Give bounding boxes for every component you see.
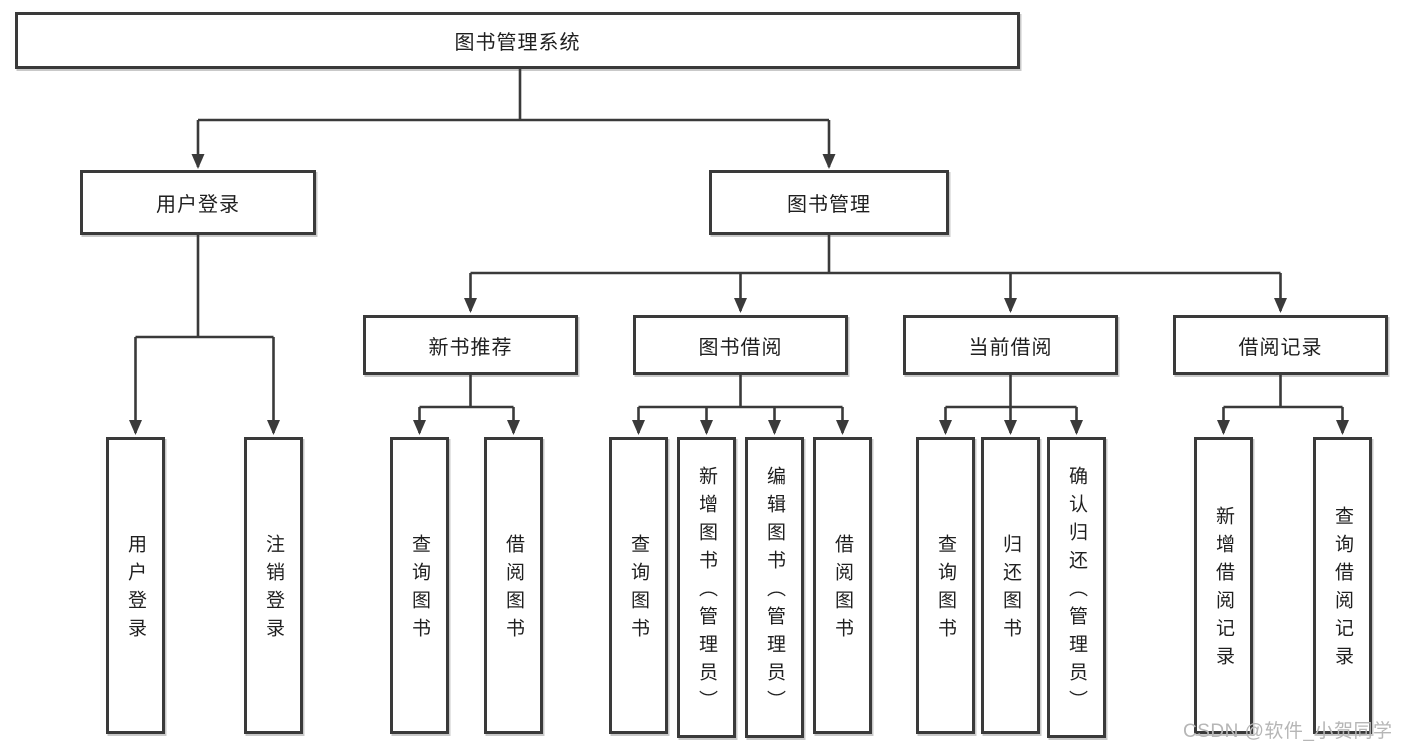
node-new-book-recommend: 新书推荐 <box>363 315 578 375</box>
leaf-label: 借阅图书 <box>503 533 524 646</box>
node-label: 借阅记录 <box>1238 336 1323 359</box>
leaf-label: 新增借阅记录 <box>1213 505 1234 674</box>
leaf-label: 确认归还（管理员） <box>1066 465 1087 718</box>
leaf-label: 借阅图书 <box>832 533 853 646</box>
leaf-label: 编辑图书（管理员） <box>764 465 785 718</box>
connector-user-login-split <box>129 235 280 435</box>
connector-book-management-split <box>464 235 1287 313</box>
node-label: 图书借阅 <box>698 336 783 359</box>
node-borrowing-records: 借阅记录 <box>1173 315 1388 375</box>
leaf-confirm-return-admin: 确认归还（管理员） <box>1047 437 1106 738</box>
node-current-borrowing: 当前借阅 <box>903 315 1118 375</box>
leaf-edit-books-admin: 编辑图书（管理员） <box>745 437 804 738</box>
node-library-management-system: 图书管理系统 <box>15 12 1020 69</box>
leaf-query-books-borrow: 查询图书 <box>609 437 668 734</box>
node-label: 用户登录 <box>156 194 240 216</box>
node-label: 图书管理 <box>787 194 871 216</box>
connector-new-book-split <box>413 375 520 435</box>
node-user-login: 用户登录 <box>80 170 316 235</box>
leaf-add-books-admin: 新增图书（管理员） <box>677 437 736 738</box>
connector-current-borrow-split <box>939 375 1083 435</box>
leaf-borrow-books-recommend: 借阅图书 <box>484 437 543 734</box>
leaf-label: 查询图书 <box>628 533 649 646</box>
leaf-logout: 注销登录 <box>244 437 303 734</box>
leaf-label: 查询图书 <box>409 533 430 646</box>
connector-root-split <box>191 68 836 169</box>
leaf-user-login: 用户登录 <box>106 437 165 734</box>
node-book-management: 图书管理 <box>709 170 949 235</box>
leaf-label: 新增图书（管理员） <box>696 465 717 718</box>
leaf-label: 注销登录 <box>263 533 284 646</box>
node-label: 图书管理系统 <box>454 32 581 54</box>
leaf-label: 用户登录 <box>125 533 146 646</box>
leaf-query-books-recommend: 查询图书 <box>390 437 449 734</box>
node-label: 新书推荐 <box>428 336 513 359</box>
leaf-label: 归还图书 <box>1000 533 1021 646</box>
leaf-label: 查询图书 <box>935 533 956 646</box>
leaf-label: 查询借阅记录 <box>1332 505 1353 674</box>
leaf-borrow-books-borrow: 借阅图书 <box>813 437 872 734</box>
node-book-borrowing: 图书借阅 <box>633 315 848 375</box>
connector-borrow-record-split <box>1217 375 1349 435</box>
leaf-query-books-current: 查询图书 <box>916 437 975 734</box>
leaf-return-books: 归还图书 <box>981 437 1040 734</box>
node-label: 当前借阅 <box>968 336 1053 359</box>
leaf-add-borrow-record: 新增借阅记录 <box>1194 437 1253 734</box>
leaf-query-borrow-record: 查询借阅记录 <box>1313 437 1372 734</box>
csdn-watermark: CSDN @软件_小贺同学 <box>1183 721 1393 742</box>
connector-book-borrow-split <box>632 375 849 435</box>
